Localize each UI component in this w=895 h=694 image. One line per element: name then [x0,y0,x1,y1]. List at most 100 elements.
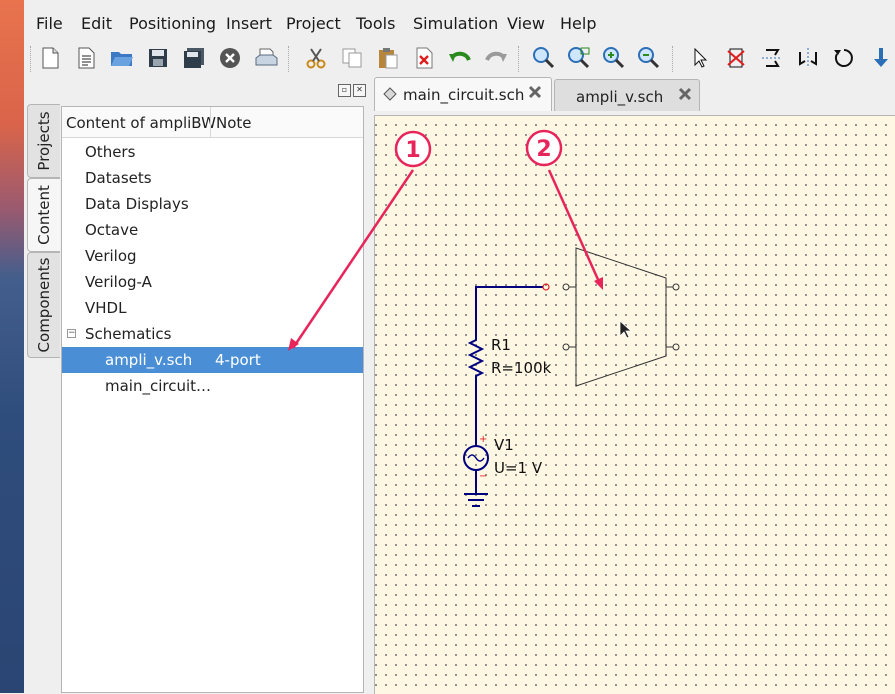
tab-close-icon[interactable] [527,84,543,100]
tree-item-datasets[interactable]: Datasets [62,165,363,191]
tab-content[interactable]: Content [27,178,60,252]
toolbar-separator [288,46,290,72]
tree-item-main-circuit-sch[interactable]: main_circuit… [62,373,363,399]
tree-item-schematics[interactable]: − Schematics [62,321,363,347]
new-text-icon[interactable] [72,44,100,72]
desktop-background [0,0,24,693]
tree-item-label: Data Displays [85,195,189,213]
menu-project[interactable]: Project [286,14,341,33]
column-header-note[interactable]: Note [216,114,252,132]
tree-item-verilog-a[interactable]: Verilog-A [62,269,363,295]
menu-edit[interactable]: Edit [81,14,112,33]
port-1[interactable] [562,283,570,291]
tree-item-label: Others [85,143,136,161]
tree-item-label: Verilog-A [85,273,152,291]
tree-item-verilog[interactable]: Verilog [62,243,363,269]
copy-icon[interactable] [338,44,366,72]
v1-plus-sign: + [479,434,487,445]
wire[interactable] [475,286,543,340]
tab-content-label: Content [35,185,53,245]
mirror-x-icon[interactable] [758,44,786,72]
dock-controls: ▫ ✕ [334,84,366,97]
cut-icon[interactable] [302,44,330,72]
tab-projects[interactable]: Projects [27,104,60,178]
zoom-selection-icon[interactable] [565,44,593,72]
menu-view[interactable]: View [507,14,545,33]
port-4[interactable] [672,343,680,351]
rotate-icon[interactable] [830,44,858,72]
tree-item-octave[interactable]: Octave [62,217,363,243]
tree-item-label: ampli_v.sch [105,351,193,369]
tree-item-ampli-v-sch[interactable]: ampli_v.sch 4-port [62,347,363,373]
port-2[interactable] [562,343,570,351]
tree-item-others[interactable]: Others [62,139,363,165]
open-icon[interactable] [108,44,136,72]
ground-symbol[interactable] [464,493,488,507]
redo-icon[interactable] [482,44,510,72]
undo-icon[interactable] [446,44,474,72]
column-header-content[interactable]: Content of ampliBW [66,114,216,132]
mirror-y-icon[interactable] [794,44,822,72]
tree-item-label: Verilog [85,247,137,265]
tree-item-label: Schematics [85,325,172,343]
wire-end-node[interactable] [542,283,550,291]
ac-wave-icon [467,454,485,462]
resistor-r1[interactable] [467,332,485,384]
content-panel: Content of ampliBW Note Others Datasets … [61,106,364,693]
port-3[interactable] [672,283,680,291]
tree-item-label: VHDL [85,299,127,317]
toolbar [24,40,895,78]
subcircuit-ampli-v[interactable] [575,247,667,387]
zoom-out-icon[interactable] [635,44,663,72]
tree-item-label: Datasets [85,169,152,187]
tree-item-vhdl[interactable]: VHDL [62,295,363,321]
tab-ampli-v[interactable]: ampli_v.sch [554,79,700,111]
deactivate-icon[interactable] [722,44,750,72]
menu-positioning[interactable]: Positioning [129,14,217,33]
menu-insert[interactable]: Insert [226,14,272,33]
schematic-drawing: + − [463,247,680,507]
v1-minus-sign: − [479,471,487,482]
column-divider [210,107,211,137]
collapse-icon[interactable]: − [67,328,76,338]
dock-close-icon[interactable]: ✕ [353,84,366,97]
menu-tools[interactable]: Tools [356,14,396,33]
tab-components-label: Components [35,257,53,353]
tab-close-icon[interactable] [677,86,693,102]
new-file-icon[interactable] [36,44,64,72]
paste-icon[interactable] [374,44,402,72]
save-icon[interactable] [144,44,172,72]
menubar: File Edit Positioning Insert Project Too… [24,0,895,46]
qucs-window: File Edit Positioning Insert Project Too… [24,0,895,694]
zoom-fit-icon[interactable] [530,44,558,72]
menu-file[interactable]: File [36,14,63,33]
menu-help[interactable]: Help [560,14,597,33]
schematic-canvas[interactable]: + − R1 R=100k V1 U=1 V [374,115,895,694]
tab-projects-label: Projects [35,111,53,171]
r1-name: R1 [491,336,511,354]
zoom-in-icon[interactable] [600,44,628,72]
tree-item-note: 4-port [215,351,261,369]
move-down-icon[interactable] [867,44,895,72]
r1-value: R=100k [491,359,552,377]
close-icon[interactable] [216,44,244,72]
tab-label: main_circuit.sch [403,86,525,104]
tab-components[interactable]: Components [27,252,60,358]
menu-simulation[interactable]: Simulation [413,14,499,33]
tree-item-data-displays[interactable]: Data Displays [62,191,363,217]
v1-value: U=1 V [494,459,543,477]
tree-item-label: main_circuit… [105,377,212,395]
schematic-doc-icon [383,87,397,101]
print-icon[interactable] [252,44,280,72]
toolbar-grip [30,46,32,72]
v1-name: V1 [494,436,514,454]
select-icon[interactable] [686,44,714,72]
subcircuit-pins [566,286,676,348]
save-all-icon[interactable] [180,44,208,72]
dock-float-icon[interactable]: ▫ [338,84,351,97]
content-header: Content of ampliBW Note [62,107,363,138]
delete-icon[interactable] [410,44,438,72]
tab-main-circuit[interactable]: main_circuit.sch [374,77,552,111]
toolbar-separator [518,46,520,72]
toolbar-separator [672,46,674,72]
